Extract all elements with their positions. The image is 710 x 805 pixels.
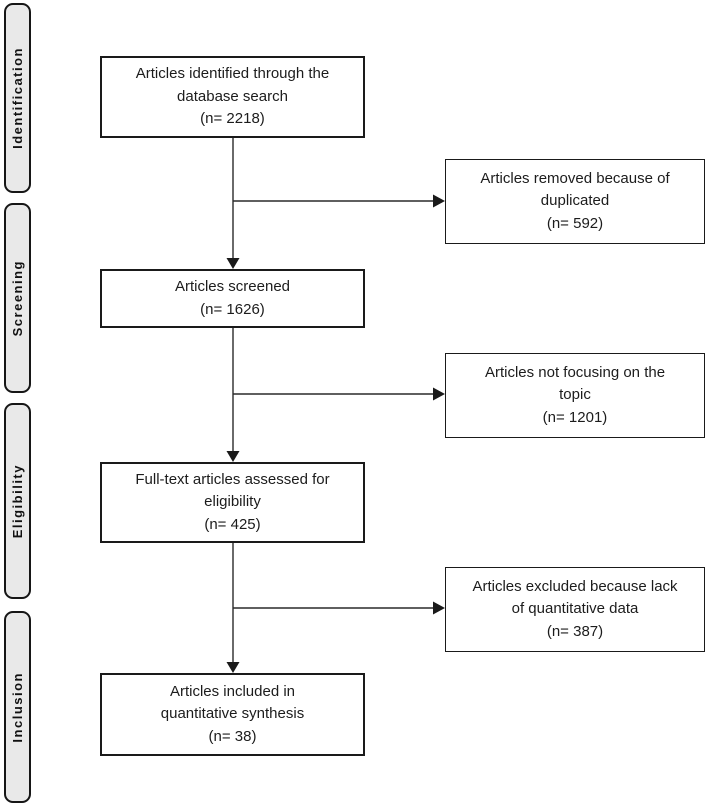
stage-inclusion-label: Inclusion (10, 671, 25, 743)
stage-screening: Screening (4, 203, 31, 393)
connector-branch-duplicates (233, 194, 445, 208)
sidebox-duplicates-removed: Articles removed because of duplicated (… (445, 159, 705, 244)
sidebox-not-focusing-topic: Articles not focusing on the topic (n= 1… (445, 353, 705, 438)
stage-identification: Identification (4, 3, 31, 193)
connector-screened-to-fulltext (226, 328, 240, 462)
connector-branch-offtopic (233, 387, 445, 401)
stage-inclusion: Inclusion (4, 611, 31, 803)
box-fulltext-assessed: Full-text articles assessed for eligibil… (100, 462, 365, 543)
box-articles-included: Articles included in quantitative synthe… (100, 673, 365, 756)
stage-identification-label: Identification (10, 47, 25, 149)
connector-branch-excluded (233, 601, 445, 615)
sidebox-excluded-no-quantitative-data: Articles excluded because lack of quanti… (445, 567, 705, 652)
stage-eligibility: Eligibility (4, 403, 31, 599)
stage-screening-label: Screening (10, 259, 25, 337)
stage-eligibility-label: Eligibility (10, 463, 25, 539)
box-articles-identified: Articles identified through the database… (100, 56, 365, 138)
connector-fulltext-to-included (226, 543, 240, 673)
box-articles-screened: Articles screened (n= 1626) (100, 269, 365, 328)
connector-identified-to-screened (226, 138, 240, 269)
